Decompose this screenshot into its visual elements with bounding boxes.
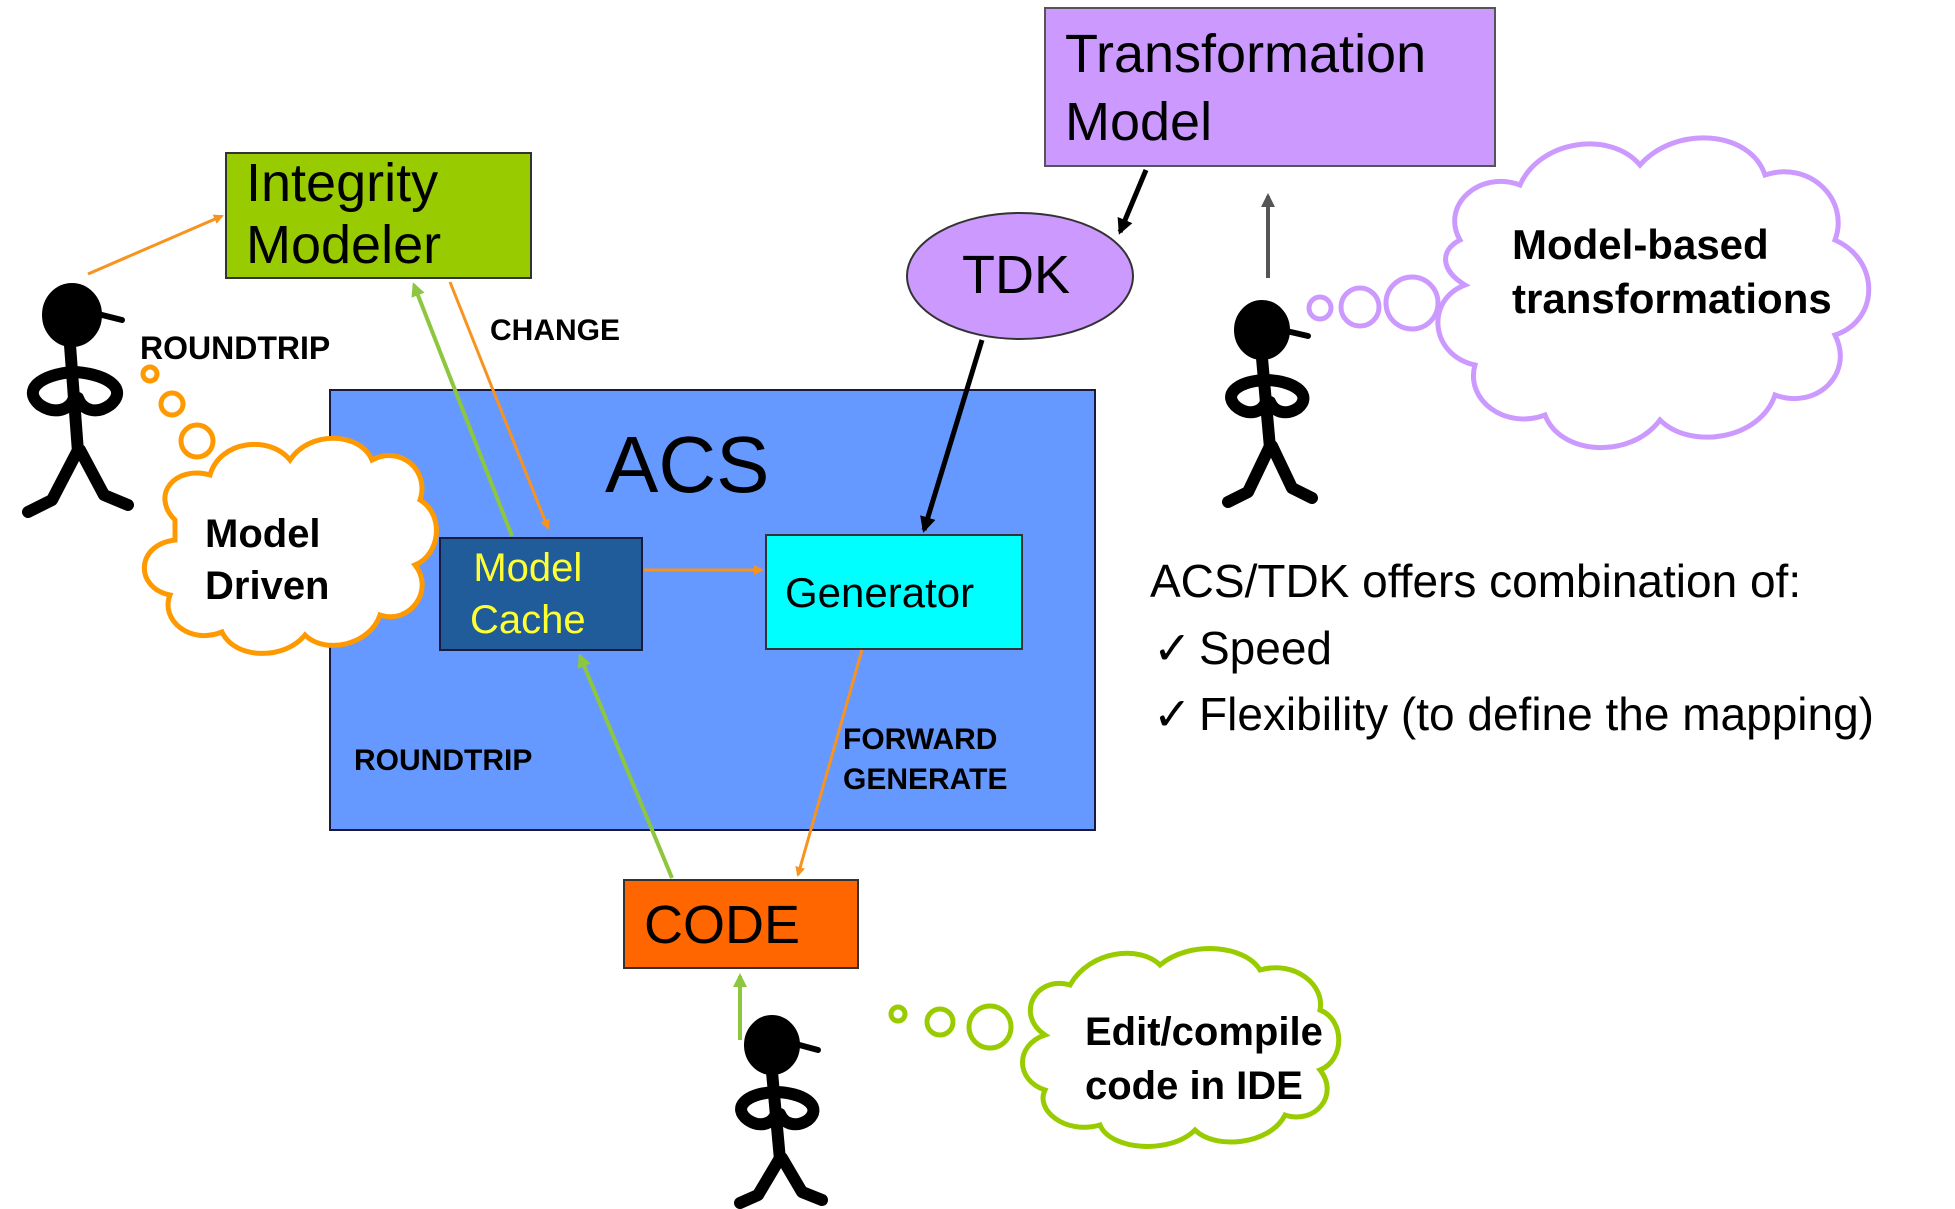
summary-heading: ACS/TDK offers combination of: [1150,555,1802,607]
roundtrip-label-top: ROUNDTRIP [140,330,331,366]
generator-box [765,534,1023,650]
arrow-tdk-to-generator [920,339,985,533]
code-box [623,879,859,969]
checkmark-icon: ✓ [1153,622,1192,674]
summary-item-speed: ✓Speed [1153,620,1332,676]
arrow-generator-to-code [795,649,864,877]
integrity-modeler-label: Integrity Modeler [246,153,442,275]
stick-figure-bottom [734,1015,828,1209]
arrow-cache-to-integrity [411,282,514,537]
arrow-transformation-to-tdk [1117,169,1149,235]
roundtrip-label-inner: ROUNDTRIP [354,744,533,777]
arrow-user-to-integrity [87,214,224,276]
model-cache-box [439,537,643,651]
integrity-modeler-box [225,152,532,279]
arrow-integrity-to-cache [448,281,550,530]
transformation-model-box [1044,7,1496,167]
code-label: CODE [644,895,801,955]
tdk-label: TDK [962,245,1070,305]
tdk-ellipse [906,212,1134,340]
cloud-model-based [1306,135,1872,451]
generator-label: Generator [785,569,975,616]
model-driven-text: Model Driven [205,512,330,608]
cloud-edit-compile [888,946,1342,1149]
checkmark-icon: ✓ [1153,688,1192,740]
model-cache-label: Model Cache [470,546,586,642]
summary-item-label: Speed [1199,622,1333,674]
arrow-code-to-cache [577,653,674,879]
cloud-model-driven [140,364,439,656]
change-label: CHANGE [490,314,621,347]
stick-figure-right [1222,300,1318,508]
summary-item-label: Flexibility (to define the mapping) [1199,688,1874,740]
transformation-model-label: Transformation Model [1065,24,1427,152]
stick-figure-left [22,283,134,518]
acs-label: ACS [605,420,770,509]
summary-item-flexibility: ✓Flexibility (to define the mapping) [1153,686,1874,742]
forward-generate-label: FORWARD GENERATE [843,723,1008,796]
model-based-text: Model-based transformations [1512,221,1832,322]
edit-compile-text: Edit/compile code in IDE [1085,1010,1323,1108]
